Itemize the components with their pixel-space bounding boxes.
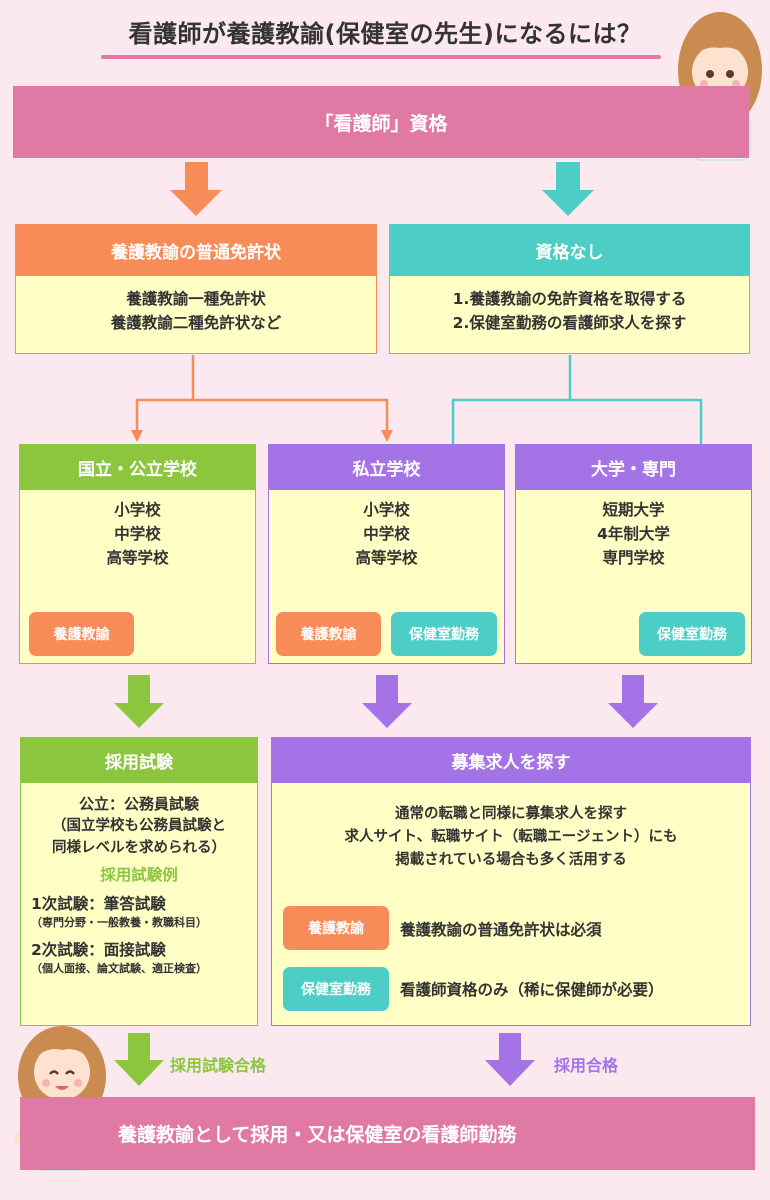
no-license-line-2: 2.保健室勤務の看護師求人を探す [452,314,687,332]
job-line-1: 通常の転職と同様に募集求人を探す [395,806,627,822]
private-school-line-1: 小学校 [363,501,410,519]
tag-yogo-private: 養護教諭 [276,612,381,656]
license-line-1: 養護教諭一種免許状 [126,290,266,308]
exam-first: 1次試験：筆答試験 [31,895,166,913]
pass-exam-label: 採用試験合格 [170,1056,267,1075]
public-school-header: 国立・公立学校 [19,444,256,490]
arrow-down-purple-3 [485,1033,535,1086]
tag-yogo-public: 養護教諭 [29,612,134,656]
univ-line-1: 短期大学 [602,501,665,519]
tag-hokenshitsu-job: 保健室勤務 [283,967,389,1011]
univ-line-2: 4年制大学 [597,525,670,543]
univ-header: 大学・専門 [515,444,752,490]
license-body: 養護教諭一種免許状 養護教諭二種免許状など [15,276,377,354]
arrow-down-orange-1 [170,162,222,216]
job-line-3: 掲載されている場合も多く活用する [395,852,627,868]
public-school-line-1: 小学校 [114,501,161,519]
no-license-line-1: 1.養護教諭の免許資格を取得する [452,290,687,308]
top-bar-nurse-license: 「看護師」資格 [13,86,749,158]
exam-example-title: 採用試験例 [100,866,178,884]
exam-line-3: 同様レベルを求められる） [52,840,226,856]
license-line-2: 養護教諭二種免許状など [110,314,282,332]
orange-connector [135,355,195,438]
private-school-header: 私立学校 [268,444,505,490]
job-tag2-text: 看護師資格のみ（稀に保健師が必要） [400,981,664,999]
arrow-down-green-1 [114,675,164,728]
license-header: 養護教諭の普通免許状 [15,224,377,276]
job-line-2: 求人サイト、転職サイト（転職エージェント）にも [344,829,678,845]
orange-connector-2 [193,398,389,438]
public-school-line-3: 高等学校 [106,549,169,567]
title-underline [101,55,661,59]
arrow-down-teal-1 [542,162,594,216]
pass-job-label: 採用合格 [554,1056,619,1075]
arrow-down-green-2 [114,1033,164,1086]
tag-hokenshitsu-private: 保健室勤務 [391,612,497,656]
arrow-down-purple-1 [362,675,412,728]
private-school-line-2: 中学校 [363,525,410,543]
tag-yogo-job: 養護教諭 [283,906,389,950]
page-title: 看護師が養護教諭(保健室の先生)になるには？ [128,20,642,48]
job-header: 募集求人を探す [271,737,751,783]
exam-second-sub: （個人面接、論文試験、適正検査） [31,962,207,975]
tag-hokenshitsu-univ: 保健室勤務 [639,612,745,656]
public-school-line-2: 中学校 [114,525,161,543]
no-license-body: 1.養護教諭の免許資格を取得する 2.保健室勤務の看護師求人を探す [389,276,750,354]
exam-line-1: 公立：公務員試験 [78,795,199,813]
job-tag1-text: 養護教諭の普通免許状は必須 [400,921,602,939]
exam-second: 2次試験：面接試験 [31,941,166,959]
no-license-header: 資格なし [389,224,750,276]
arrow-down-purple-2 [608,675,658,728]
univ-line-3: 専門学校 [602,549,665,567]
exam-header: 採用試験 [20,737,258,783]
exam-body: 公立：公務員試験 （国立学校も公務員試験と 同様レベルを求められる） 採用試験例… [20,783,258,1026]
private-school-line-3: 高等学校 [355,549,418,567]
bottom-bar-result: 養護教諭として採用・又は保健室の看護師勤務 [20,1097,755,1170]
exam-first-sub: （専門分野・一般教養・教職科目） [31,916,207,929]
exam-line-2: （国立学校も公務員試験と [52,818,226,834]
job-body: 通常の転職と同様に募集求人を探す 求人サイト、転職サイト（転職エージェント）にも… [271,783,751,1026]
univ-body: 短期大学 4年制大学 専門学校 [515,490,752,664]
